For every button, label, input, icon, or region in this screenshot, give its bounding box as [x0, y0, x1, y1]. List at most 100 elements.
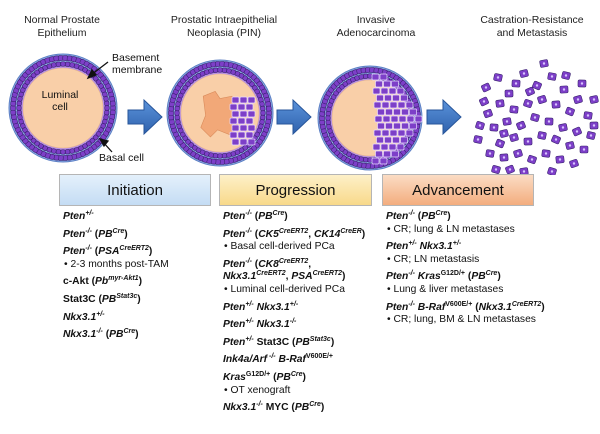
- metastatic-cell-nucleus: [505, 120, 509, 123]
- luminal-epithelial-cell: [69, 148, 75, 154]
- stage-title-line: Invasive: [356, 14, 396, 26]
- metastatic-cell-nucleus: [486, 112, 490, 115]
- advancement-models-list: Pten-/- (PBCre)• CR; lung & LN metastase…: [386, 210, 545, 327]
- metastatic-cell-nucleus: [550, 75, 554, 78]
- invading-cell: [375, 80, 383, 88]
- luminal-epithelial-cell: [325, 115, 331, 121]
- metastatic-cell-nucleus: [488, 152, 492, 155]
- mouse-model: Pten+/- Nkx3.1+/-: [386, 240, 462, 253]
- invading-cell: [382, 115, 391, 123]
- invading-cell: [390, 115, 399, 123]
- luminal-epithelial-cell: [174, 105, 180, 112]
- initiation-header: Initiation: [59, 174, 211, 206]
- normal-gland: [8, 53, 118, 163]
- progression-arrows: [127, 98, 462, 136]
- model-note: • Basal cell-derived PCa: [224, 241, 335, 253]
- luminal-epithelial-cell: [221, 67, 228, 73]
- invading-cell: [229, 103, 238, 111]
- invading-cell: [381, 101, 390, 109]
- label-line: Basement: [112, 52, 160, 64]
- invading-cell: [385, 122, 393, 130]
- mouse-model: Nkx3.1+/-: [63, 310, 105, 323]
- metastatic-cell-nucleus: [575, 130, 579, 133]
- label-pointers: [86, 61, 113, 153]
- luminal-epithelial-cell: [217, 67, 223, 73]
- luminal-epithelial-cell: [17, 114, 23, 120]
- metastatic-cell-nucleus: [494, 168, 498, 171]
- mouse-model: Pten+/-: [63, 210, 94, 222]
- invading-cell: [381, 129, 390, 137]
- metastatic-cell-nucleus: [498, 102, 502, 105]
- invading-cell: [373, 101, 382, 109]
- mouse-model: Pten-/- (CK8CreERT2,: [223, 257, 312, 270]
- metastatic-cell-nucleus: [519, 124, 523, 127]
- invading-cell: [239, 138, 248, 146]
- invading-cell: [229, 117, 238, 125]
- metastatic-cell-cluster: [473, 59, 599, 175]
- luminal-cell-label: Luminal cell: [37, 89, 83, 113]
- luminal-epithelial-cell: [104, 100, 110, 107]
- invading-cell: [376, 94, 384, 102]
- metastatic-cell-nucleus: [526, 102, 530, 105]
- luminal-epithelial-cell: [103, 96, 109, 102]
- mouse-model: Pten+/- Nkx3.1-/-: [223, 318, 297, 331]
- stage-title-line: Neoplasia (PIN): [186, 26, 262, 39]
- invading-cell: [247, 96, 256, 104]
- invading-cell: [371, 73, 380, 81]
- invading-cell: [392, 94, 400, 102]
- invading-cell: [380, 143, 389, 151]
- mouse-model: Pten-/- (PBCre): [386, 210, 451, 222]
- metastatic-cell-nucleus: [478, 124, 482, 127]
- luminal-epithelial-cell: [367, 73, 373, 79]
- metastatic-cell-nucleus: [508, 168, 512, 171]
- invading-cell: [239, 110, 248, 118]
- metastatic-cell-nucleus: [589, 134, 593, 137]
- adenocarcinoma-gland: [317, 65, 423, 171]
- invading-cell: [397, 101, 406, 109]
- invading-cell: [383, 150, 391, 158]
- luminal-epithelial-cell: [212, 153, 219, 159]
- metastatic-cell-nucleus: [502, 132, 506, 135]
- luminal-epithelial-cell: [221, 153, 228, 159]
- metastatic-cell-nucleus: [492, 126, 496, 129]
- mouse-model: KrasG12D/+ (PBCre): [223, 370, 306, 383]
- metastatic-cell-nucleus: [522, 72, 526, 75]
- metastatic-cell-nucleus: [564, 74, 568, 77]
- basement-membrane-arrowhead: [86, 68, 98, 80]
- luminal-epithelial-cell: [16, 100, 22, 107]
- metastatic-cell-nucleus: [512, 136, 516, 139]
- mouse-model: c-Akt (Pbmyr-Akt1): [63, 275, 143, 288]
- luminal-epithelial-cell: [212, 67, 219, 73]
- stage-title-line: Prostatic Intraepithelial: [170, 14, 278, 26]
- invading-cell: [409, 108, 417, 116]
- metastatic-cell-nucleus: [561, 126, 565, 129]
- invading-cell: [231, 138, 240, 146]
- metastatic-cell-nucleus: [580, 82, 584, 85]
- invading-cell: [375, 150, 383, 158]
- metastatic-cell-nucleus: [558, 158, 562, 161]
- invading-cell: [379, 157, 388, 165]
- invading-cell: [239, 96, 248, 104]
- luminal-epithelial-cell: [64, 61, 71, 67]
- basal-cell: [265, 105, 272, 112]
- model-note: • CR; LN metastasis: [387, 253, 480, 265]
- invading-cell: [397, 129, 406, 137]
- metastatic-cell-nucleus: [544, 152, 548, 155]
- metastatic-cell-nucleus: [592, 124, 596, 127]
- metastatic-cell-nucleus: [568, 110, 572, 113]
- luminal-epithelial-cell: [174, 110, 180, 116]
- invading-cell: [389, 101, 398, 109]
- metastatic-cell-nucleus: [550, 170, 554, 173]
- invading-cell: [409, 122, 417, 130]
- invading-cell: [229, 131, 238, 139]
- invading-cell: [398, 115, 407, 123]
- invading-cell: [405, 101, 414, 109]
- invading-cell: [400, 136, 408, 144]
- stage-title-line: and Metastasis: [496, 26, 568, 39]
- metastatic-cell-nucleus: [540, 134, 544, 137]
- luminal-epithelial-cell: [362, 73, 369, 79]
- mouse-model: Pten-/- (PBCre): [63, 227, 128, 240]
- luminal-epithelial-cell: [367, 157, 373, 163]
- luminal-epithelial-cell: [16, 109, 22, 116]
